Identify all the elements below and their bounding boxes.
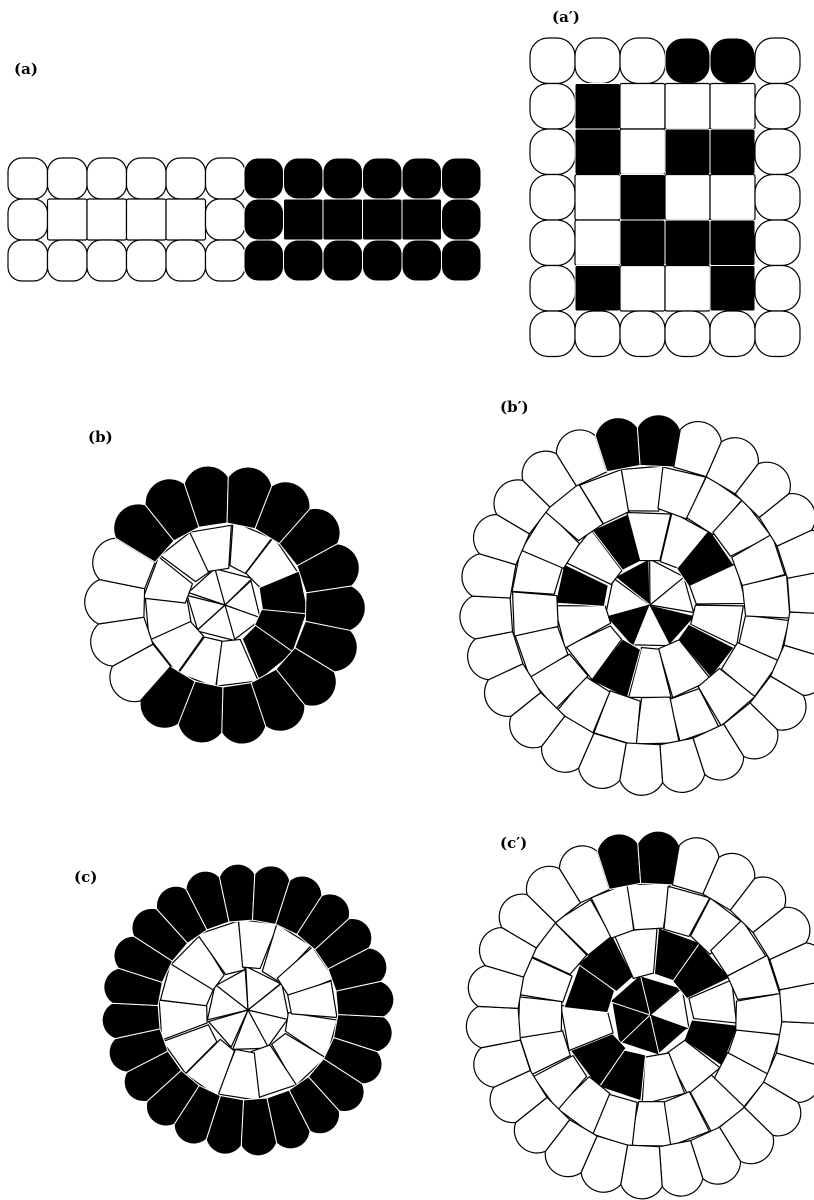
black-cell [575, 84, 620, 130]
white-cell [620, 84, 665, 130]
black-cell [710, 129, 755, 175]
panel-a-cells [8, 158, 481, 281]
white-cell [621, 1145, 662, 1199]
panel-b-cells [85, 466, 366, 744]
white-cell [736, 993, 782, 1035]
black-cell [620, 175, 665, 221]
black-cell [575, 266, 620, 312]
black-cell [665, 38, 710, 84]
white-cell [620, 311, 665, 357]
white-cell [530, 311, 575, 357]
white-cell [127, 158, 167, 199]
black-cell [710, 38, 755, 84]
white-cell [755, 84, 800, 130]
white-cell [8, 199, 48, 240]
white-cell [755, 175, 800, 221]
black-cell [244, 158, 284, 199]
black-cell [665, 220, 710, 266]
white-cell [206, 158, 246, 199]
panel-c-cells [102, 864, 394, 1156]
black-cell [323, 158, 363, 199]
white-cell [710, 84, 755, 130]
white-cell [530, 220, 575, 266]
white-cell [87, 158, 127, 199]
white-cell [627, 883, 670, 929]
white-cell [665, 175, 710, 221]
panel-a-prime-cells [530, 38, 800, 357]
white-cell [530, 84, 575, 130]
white-cell [206, 240, 246, 281]
white-cell [575, 175, 620, 221]
white-cell [620, 129, 665, 175]
black-cell [284, 199, 324, 240]
white-cell [710, 311, 755, 357]
black-cell [402, 158, 442, 199]
black-cell [363, 158, 403, 199]
black-cell [323, 240, 363, 281]
white-cell [48, 158, 88, 199]
white-cell [8, 240, 48, 281]
white-cell [48, 199, 88, 240]
white-cell [166, 240, 206, 281]
white-cell [755, 266, 800, 312]
white-cell [621, 466, 663, 511]
black-cell [402, 199, 442, 240]
white-cell [575, 220, 620, 266]
white-cell [127, 240, 167, 281]
white-cell [780, 982, 814, 1023]
panel-c-prime-cells [466, 831, 814, 1199]
white-cell [620, 266, 665, 312]
white-cell [206, 199, 246, 240]
white-cell [518, 997, 561, 1038]
white-cell [530, 129, 575, 175]
white-cell [127, 199, 167, 240]
white-cell [665, 84, 710, 130]
white-cell [466, 1006, 520, 1047]
white-cell [8, 158, 48, 199]
white-cell [460, 596, 513, 639]
panel-b-prime-cells [460, 415, 814, 796]
white-cell [166, 199, 206, 240]
white-cell [620, 38, 665, 84]
black-cell [638, 831, 679, 885]
black-cell [620, 220, 665, 266]
black-cell [244, 240, 284, 281]
black-cell [244, 199, 284, 240]
black-cell [442, 240, 482, 281]
black-cell [442, 199, 482, 240]
white-cell [166, 158, 206, 199]
white-cell [530, 38, 575, 84]
white-cell [530, 175, 575, 221]
white-cell [48, 240, 88, 281]
black-cell [710, 266, 755, 312]
black-cell [284, 158, 324, 199]
white-cell [575, 311, 620, 357]
white-cell [665, 311, 710, 357]
white-cell [575, 38, 620, 84]
white-cell [620, 743, 663, 795]
white-cell [530, 266, 575, 312]
white-cell [755, 311, 800, 357]
black-cell [363, 240, 403, 281]
black-cell [637, 415, 680, 467]
white-cell [87, 240, 127, 281]
white-cell [665, 266, 710, 312]
black-cell [284, 240, 324, 281]
black-cell [363, 199, 403, 240]
black-cell [665, 129, 710, 175]
black-cell [442, 158, 482, 199]
black-cell [710, 220, 755, 266]
black-cell [575, 129, 620, 175]
black-cell [323, 199, 363, 240]
white-cell [755, 129, 800, 175]
white-cell [710, 175, 755, 221]
black-cell [402, 240, 442, 281]
white-cell [787, 571, 814, 614]
white-cell [755, 38, 800, 84]
white-cell [87, 199, 127, 240]
white-cell [755, 220, 800, 266]
